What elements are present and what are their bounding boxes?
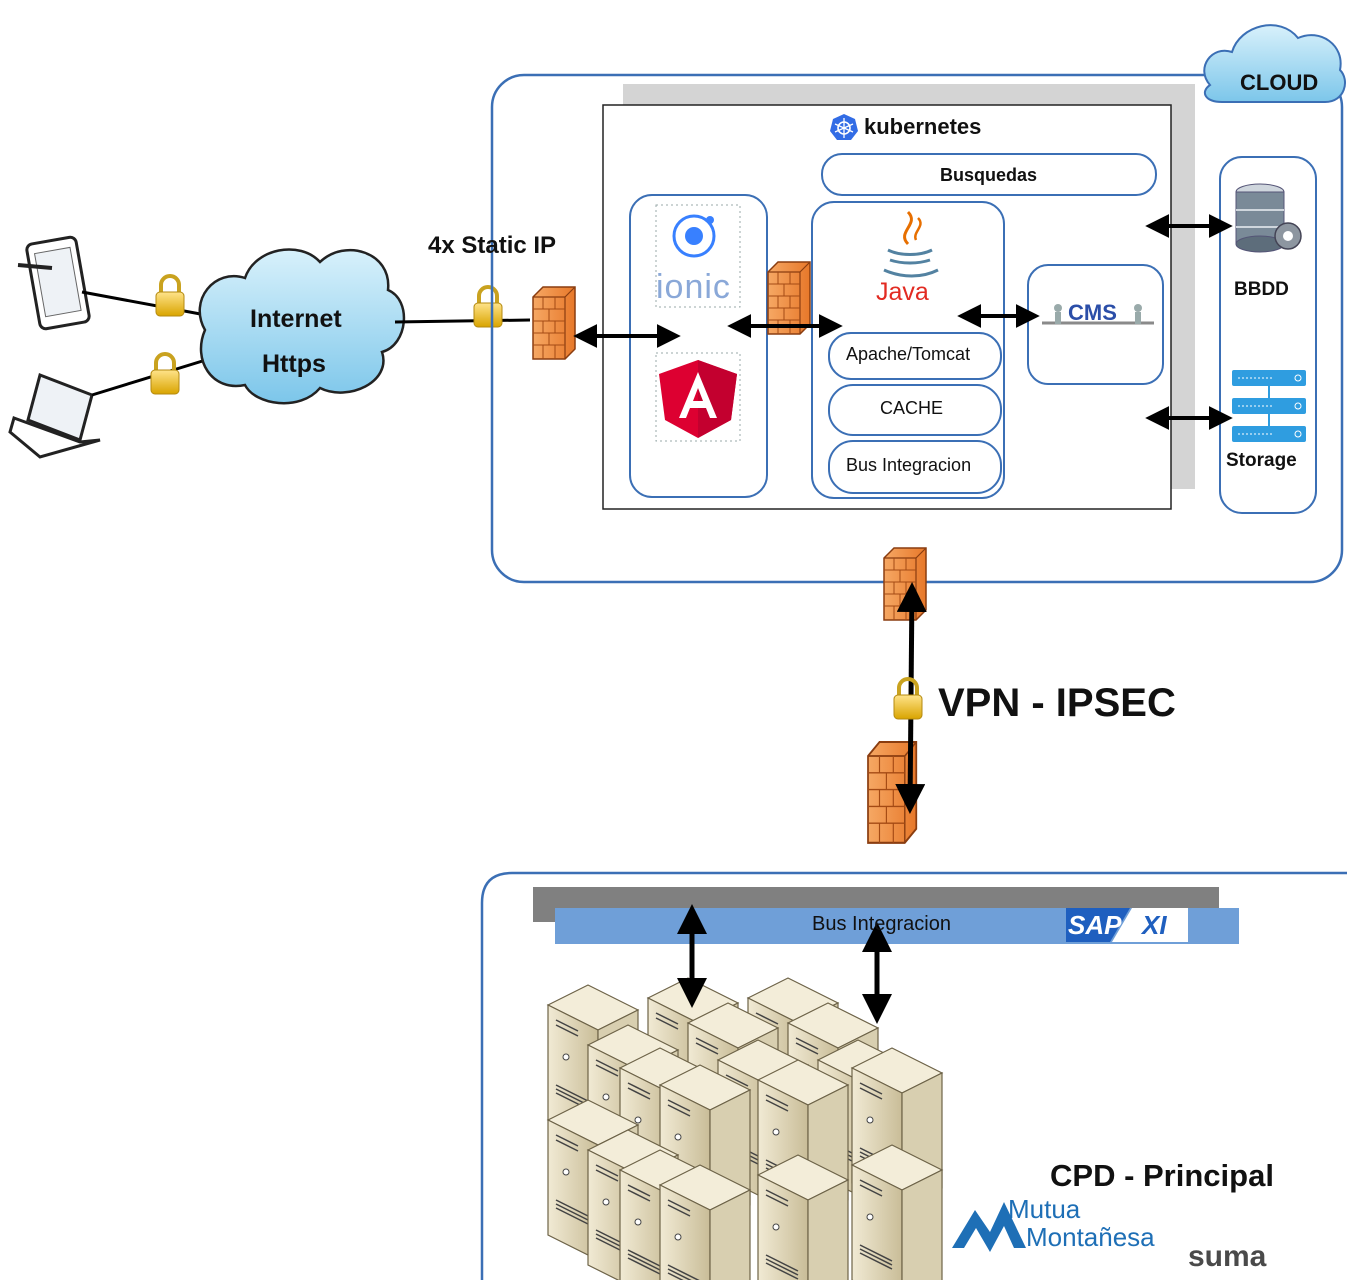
lock-icon [149, 352, 181, 396]
java-label: Java [876, 278, 929, 306]
busquedas-box [821, 153, 1157, 196]
angular-icon [659, 360, 737, 438]
cloud-badge-icon [1203, 24, 1346, 103]
cache-box [828, 384, 1002, 436]
cpd-label: CPD - Principal [1050, 1158, 1274, 1193]
kubernetes-icon [830, 114, 858, 140]
storage-icon [1232, 370, 1306, 442]
lock-icon [892, 677, 924, 721]
bus-integracion-k8s-label: Bus Integracion [846, 455, 972, 475]
cms-icon [1042, 304, 1154, 325]
lock-icon [472, 285, 504, 329]
ionic-icon [672, 214, 716, 258]
database-icon [1235, 183, 1302, 253]
apache-tomcat-box [828, 332, 1002, 380]
ionic-frame [655, 204, 741, 308]
sap-label: SAP [1068, 910, 1122, 940]
firewall-icon [532, 286, 576, 360]
mutua-label-line2: Montañesa [1026, 1222, 1155, 1252]
kubernetes-label: kubernetes [864, 114, 982, 139]
https-label: Https [262, 350, 326, 378]
internet-label: Internet [250, 305, 342, 333]
lock-icon [154, 274, 186, 318]
server-rack-icon [547, 977, 943, 1280]
internet-cloud-icon [198, 248, 405, 405]
mutua-logo-icon [952, 1202, 1026, 1252]
sap-logo-icon [1066, 908, 1188, 942]
mutua-label-line1: Mutua [1008, 1194, 1081, 1224]
laptop-icon [8, 373, 101, 459]
angular-frame [655, 352, 741, 442]
static-ip-label: 4x Static IP [428, 232, 557, 259]
cloud-label: CLOUD [1240, 70, 1319, 95]
bbdd-label: BBDD [1234, 279, 1289, 300]
bus-integracion-cpd-label: Bus Integracion [812, 913, 951, 935]
vpn-label: VPN - IPSEC [938, 681, 1176, 725]
tablet-icon [17, 235, 91, 331]
xi-label: XI [1142, 910, 1167, 940]
suma-label: suma [1188, 1240, 1267, 1273]
storage-label: Storage [1226, 450, 1297, 471]
apache-tomcat-label: Apache/Tomcat [846, 344, 971, 364]
java-icon [883, 210, 939, 278]
busquedas-label: Busquedas [940, 165, 1038, 185]
firewall-icon [767, 261, 811, 335]
ionic-label: ionic [656, 268, 731, 306]
bus-integracion-box [828, 440, 1002, 494]
cms-label: CMS [1068, 300, 1117, 325]
firewall-icon [883, 547, 927, 621]
cpd-container [480, 871, 1347, 1280]
cache-label: CACHE [880, 398, 944, 418]
internet-connection-line [394, 318, 531, 324]
